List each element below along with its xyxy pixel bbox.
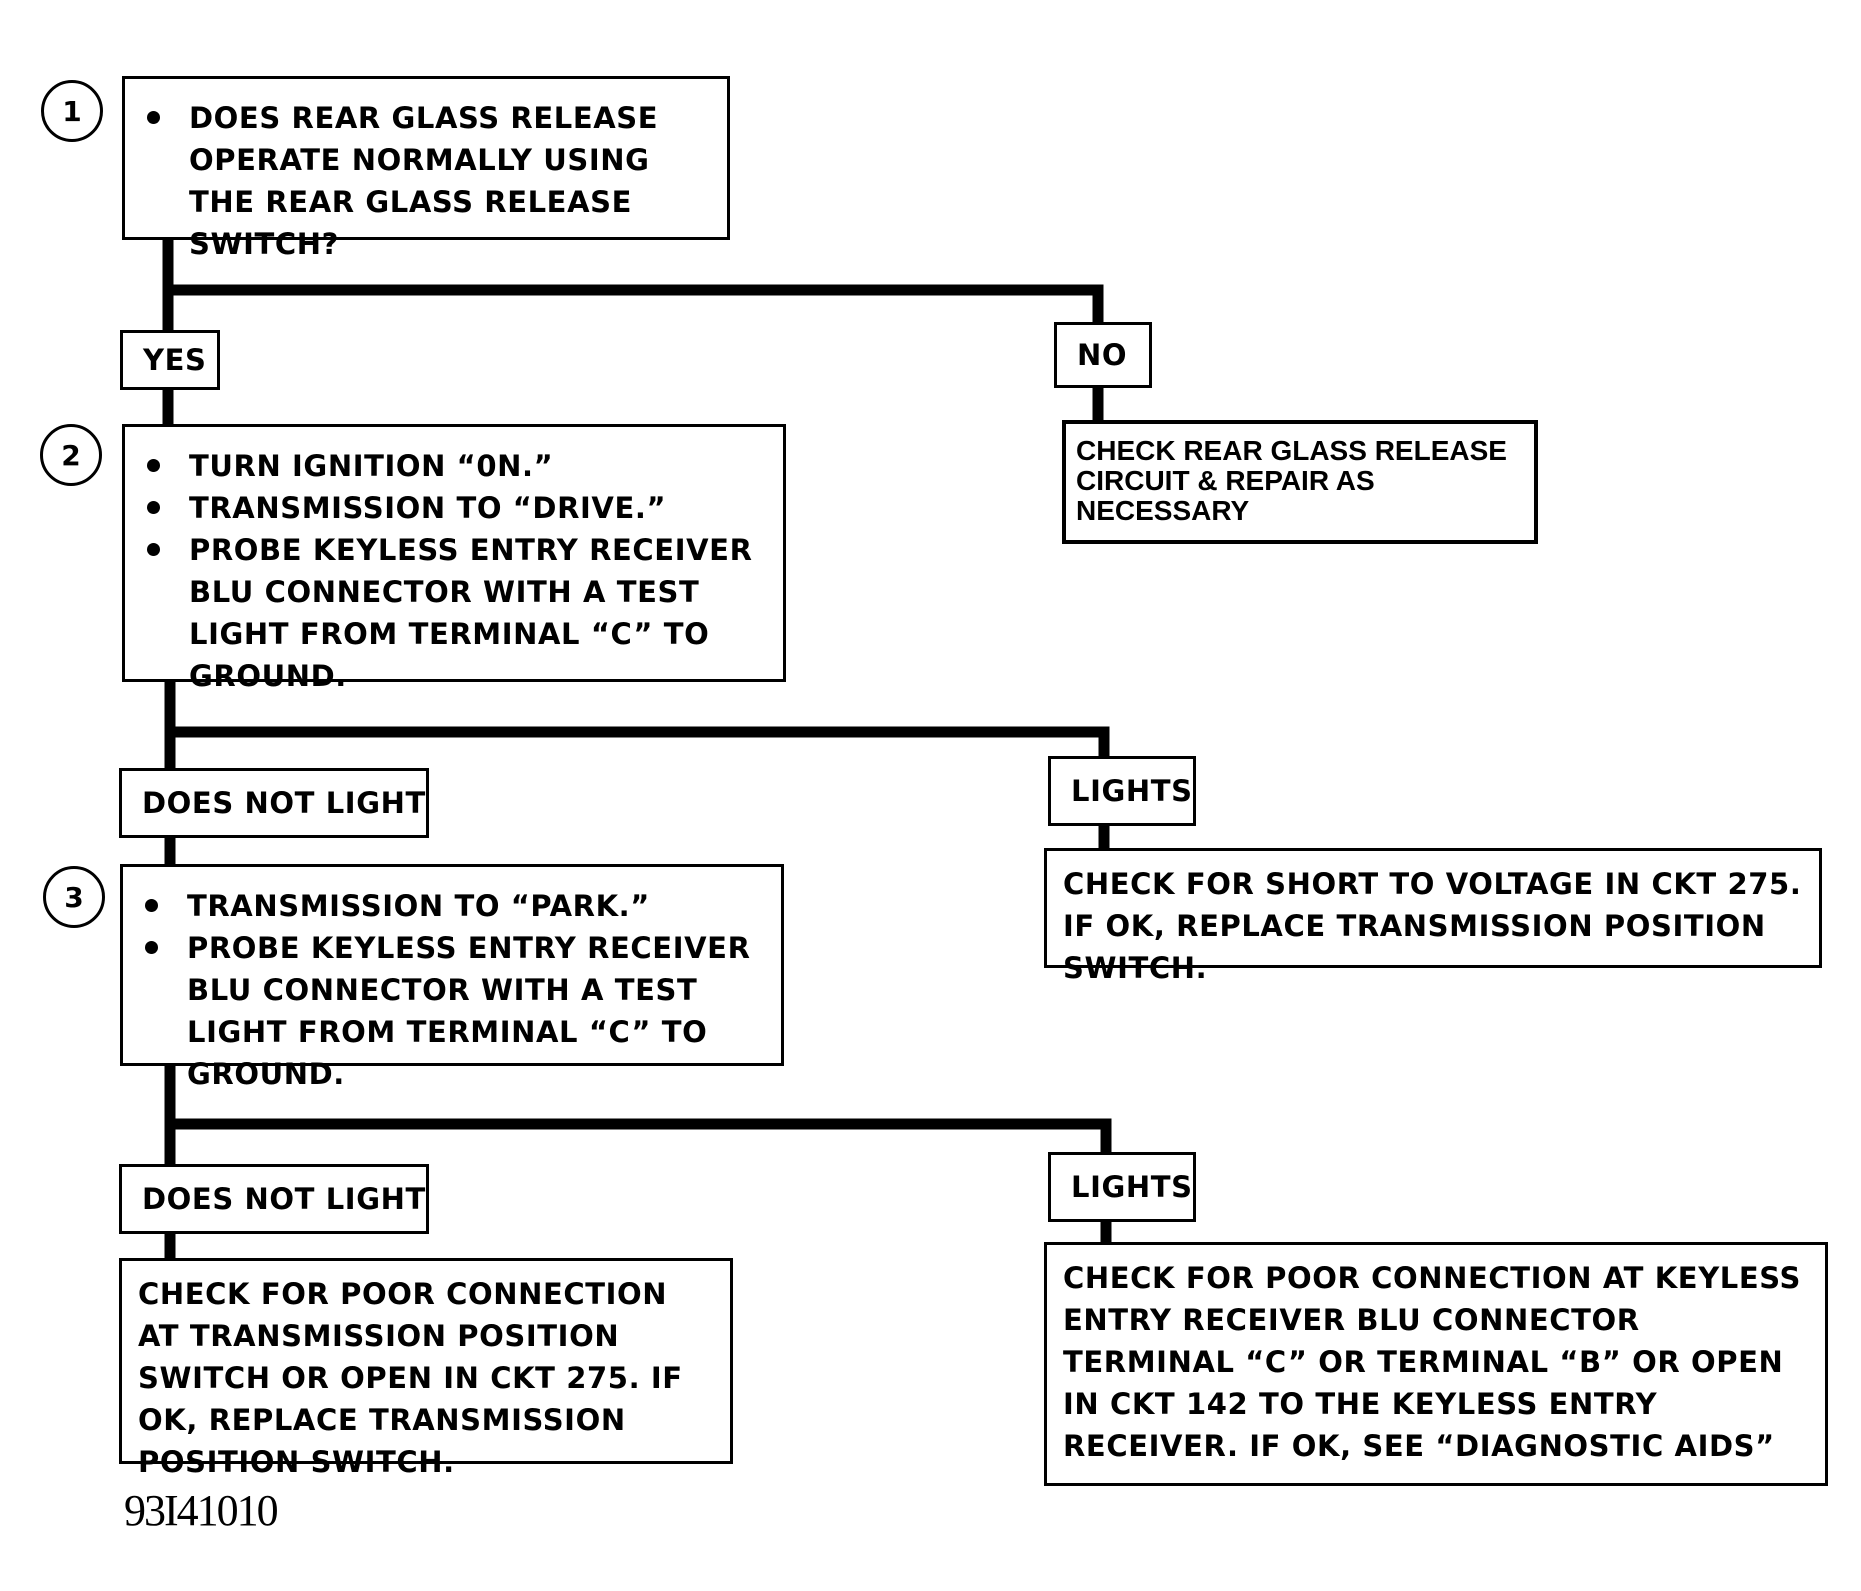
figure-id: 93I41010: [124, 1486, 279, 1535]
branch-yes-label: YES: [120, 330, 220, 390]
step-3-bullet-1: TRANSMISSION TO “PARK.”: [141, 885, 765, 927]
step-2-bullet-2: TRANSMISSION TO “DRIVE.”: [143, 487, 767, 529]
step-number-2: 2: [40, 424, 102, 486]
branch-no-label: NO: [1054, 322, 1152, 388]
step-2-box: TURN IGNITION “0N.” TRANSMISSION TO “DRI…: [122, 424, 786, 693]
result-check-rear-glass-circuit: CHECK REAR GLASS RELEASE CIRCUIT & REPAI…: [1062, 420, 1538, 544]
step-1-bullet-1: DOES REAR GLASS RELEASE OPERATE NORMALLY…: [143, 97, 711, 265]
step-number-1: 1: [41, 80, 103, 142]
step-3-bullet-2: PROBE KEYLESS ENTRY RECEIVER BLU CONNECT…: [141, 927, 765, 1095]
step-1-box: DOES REAR GLASS RELEASE OPERATE NORMALLY…: [122, 76, 730, 261]
branch-step3-lights-label: LIGHTS: [1048, 1152, 1196, 1222]
result-check-transmission-position-switch: CHECK FOR POOR CONNECTION AT TRANSMISSIO…: [119, 1258, 733, 1479]
step-3-box: TRANSMISSION TO “PARK.” PROBE KEYLESS EN…: [120, 864, 784, 1091]
result-check-short-to-voltage: CHECK FOR SHORT TO VOLTAGE IN CKT 275. I…: [1044, 848, 1822, 985]
branch-step2-does-not-light-label: DOES NOT LIGHT: [119, 768, 429, 838]
branch-step3-does-not-light-label: DOES NOT LIGHT: [119, 1164, 429, 1234]
result-check-keyless-entry-connection: CHECK FOR POOR CONNECTION AT KEYLESS ENT…: [1044, 1242, 1828, 1486]
step-2-bullet-1: TURN IGNITION “0N.”: [143, 445, 767, 487]
step-number-3: 3: [43, 866, 105, 928]
branch-step2-lights-label: LIGHTS: [1048, 756, 1196, 826]
step-2-bullet-3: PROBE KEYLESS ENTRY RECEIVER BLU CONNECT…: [143, 529, 767, 697]
